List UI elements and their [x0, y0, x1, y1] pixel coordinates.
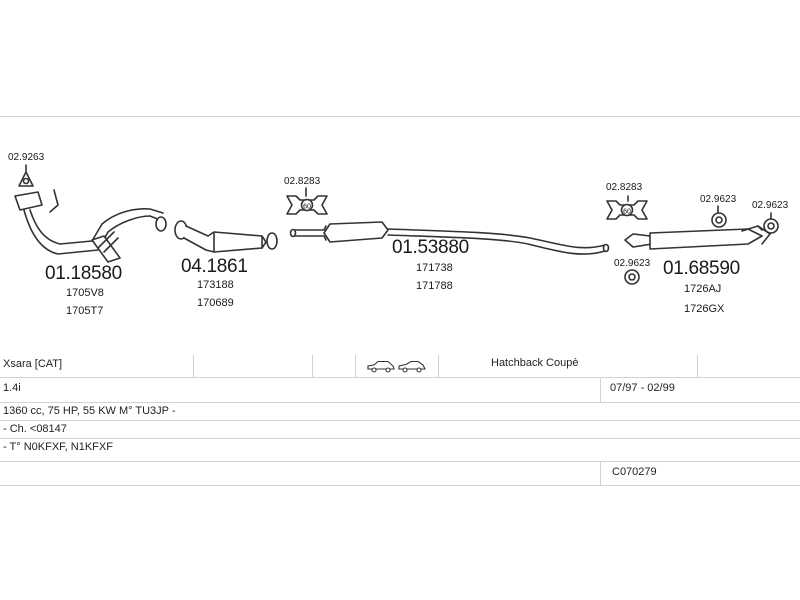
table-row-type: - T° N0KFXF, N1KFXF — [0, 438, 800, 462]
mount-1-shape — [286, 195, 328, 215]
rubber-ring-3-number: 02.9623 — [614, 258, 651, 269]
rear-box-shape — [624, 225, 771, 250]
rubber-ring-1-shape — [711, 212, 727, 228]
catalyst-number: 04.1861 — [181, 256, 248, 277]
rear-box-number: 01.68590 — [663, 258, 740, 279]
type-codes-cell: - T° N0KFXF, N1KFXF — [3, 441, 113, 453]
front-pipe-number: 01.18580 — [45, 263, 122, 284]
middle-box-ref-1: 171738 — [416, 262, 453, 274]
middle-box-ref-2: 171788 — [416, 280, 453, 292]
middle-box-shape — [289, 221, 610, 255]
rear-box-ref-1: 1726AJ — [684, 283, 722, 295]
divider — [312, 355, 313, 377]
rear-box-ref-2: 1726GX — [684, 303, 725, 315]
table-row-spec: 1360 cc, 75 HP, 55 KW M° TU3JP - — [0, 402, 800, 421]
body-type-cell: Hatchback Coupè — [491, 357, 579, 369]
car-hatchback-icon — [367, 360, 395, 373]
car-coupe-icon — [398, 360, 426, 373]
table-row-code: C070279 — [0, 461, 800, 486]
top-divider — [0, 116, 800, 117]
mount-1-number: 02.8283 — [284, 176, 321, 187]
model-cell: Xsara [CAT] — [3, 358, 63, 370]
divider — [355, 355, 356, 377]
rubber-ring-3-shape — [624, 269, 640, 285]
front-pipe-ref-2: 1705T7 — [66, 305, 104, 317]
rubber-ring-2-shape — [763, 218, 779, 234]
rubber-ring-2-number: 02.9623 — [752, 200, 789, 211]
catalyst-ref-2: 170689 — [197, 297, 234, 309]
spec-cell: 1360 cc, 75 HP, 55 KW M° TU3JP - — [3, 405, 176, 417]
table-row-model: Xsara [CAT] Hatchback Coupè — [0, 355, 800, 378]
engine-cell: 1.4i — [3, 382, 21, 394]
rubber-ring-1-number: 02.9623 — [700, 194, 737, 205]
chassis-cell: - Ch. <08147 — [3, 423, 67, 435]
catalyst-ref-1: 173188 — [197, 279, 234, 291]
table-row-chassis: - Ch. <08147 — [0, 420, 800, 439]
exhaust-diagram: 60 60 — [14, 164, 779, 285]
divider — [600, 377, 601, 402]
mount-2-badge: 60 — [623, 209, 631, 216]
mount-1-badge: 60 — [303, 204, 311, 211]
catalyst-shape — [174, 220, 278, 253]
divider — [193, 355, 194, 377]
code-cell: C070279 — [612, 466, 657, 478]
front-pipe-shape — [14, 189, 167, 263]
years-cell: 07/97 - 02/99 — [610, 382, 675, 394]
divider — [438, 355, 439, 377]
mount-2-number: 02.8283 — [606, 182, 643, 193]
table-row-engine: 1.4i 07/97 - 02/99 — [0, 377, 800, 403]
gasket-front-shape — [18, 171, 34, 187]
divider — [697, 355, 698, 377]
mount-2-shape — [606, 200, 648, 220]
front-pipe-ref-1: 1705V8 — [66, 287, 104, 299]
divider — [600, 461, 601, 485]
gasket-front-number: 02.9263 — [8, 152, 45, 163]
middle-box-number: 01.53880 — [392, 237, 469, 258]
